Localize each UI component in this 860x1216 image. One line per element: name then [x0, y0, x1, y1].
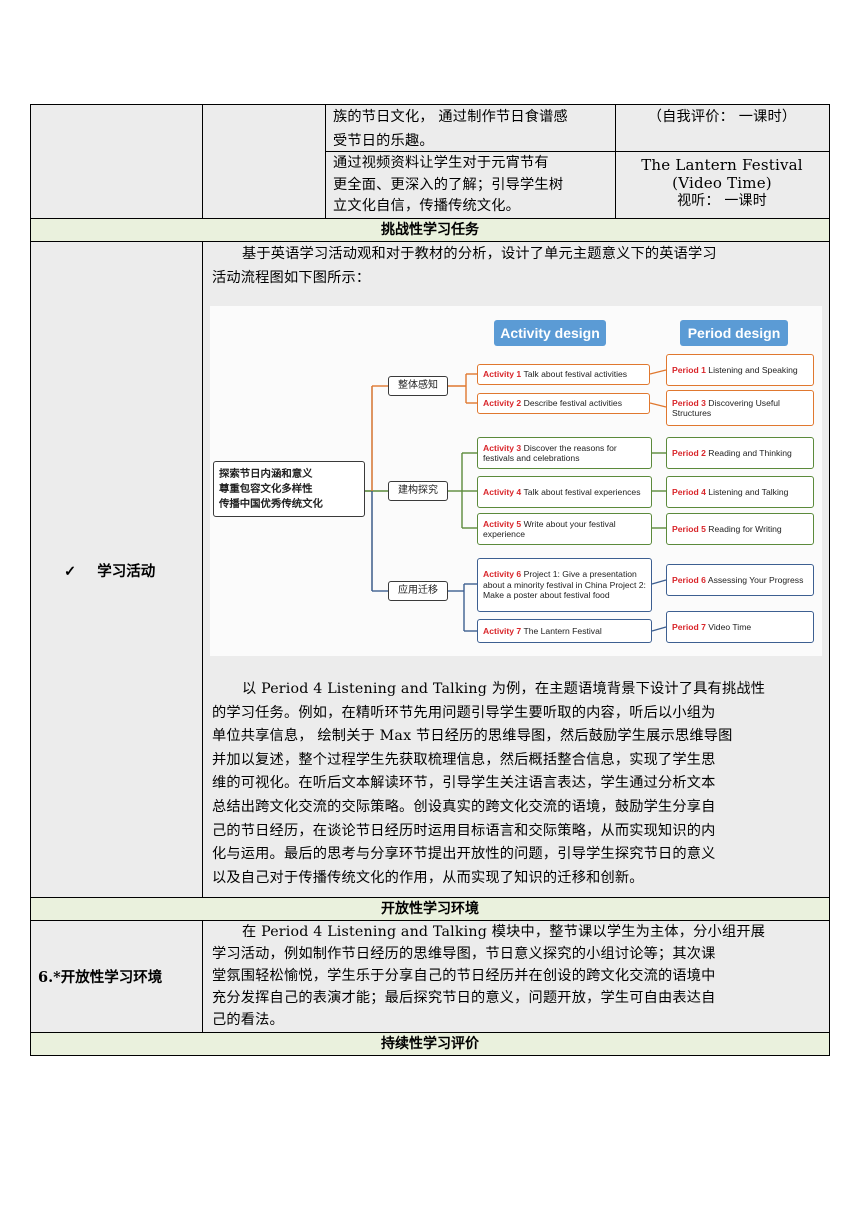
- row-open-env-bg: [30, 920, 830, 1032]
- festival-food-description: 族的节日文化， 通过制作节日食谱感 受节日的乐趣。: [333, 109, 568, 149]
- activity-box: Activity 7 The Lantern Festival: [477, 619, 652, 643]
- open-env-label: 6.*开放性学习环境: [38, 969, 163, 986]
- header-challenge-bg: [30, 218, 830, 241]
- activity-box: Activity 6 Project 1: Give a presentatio…: [477, 558, 652, 612]
- period-box: Period 6 Assessing Your Progress: [666, 564, 814, 596]
- table-border: [615, 104, 616, 218]
- open-env-body: 在 Period 4 Listening and Talking 模块中，整节课…: [212, 924, 766, 1028]
- activity-box: Activity 5 Write about your festival exp…: [477, 513, 652, 545]
- table-border: [30, 104, 830, 105]
- branch-overall-perception: 整体感知: [388, 376, 448, 396]
- table-border: [30, 241, 830, 242]
- activities-intro: 基于英语学习活动观和对于教材的分析，设计了单元主题意义下的英语学习 活动流程图如…: [212, 246, 717, 286]
- table-border: [30, 1055, 830, 1056]
- table-border: [202, 104, 203, 218]
- table-border: [325, 151, 830, 152]
- table-border: [30, 897, 830, 898]
- header-open-bg: [30, 897, 830, 920]
- lantern-period: The Lantern Festival (Video Time) 视听： 一课…: [641, 156, 803, 209]
- diagram-connectors: [365, 369, 667, 632]
- table-border: [30, 920, 830, 921]
- section-header-sustain: 持续性学习评价: [381, 1036, 479, 1052]
- table-border: [30, 1032, 830, 1033]
- period-box: Period 1 Listening and Speaking: [666, 354, 814, 386]
- branch-construct-explore: 建构探究: [388, 481, 448, 501]
- festival-food-period: （自我评价： 一课时）: [647, 109, 797, 125]
- period-box: Period 4 Listening and Talking: [666, 476, 814, 508]
- activity-flow-diagram: Activity design Period design 探索节日内涵和意义 …: [210, 306, 822, 656]
- activity-design-header: Activity design: [494, 320, 606, 346]
- activities-body: 以 Period 4 Listening and Talking 为例，在主题语…: [212, 681, 766, 886]
- activity-box: Activity 3 Discover the reasons for fest…: [477, 437, 652, 469]
- section-header-challenge: 挑战性学习任务: [381, 222, 479, 238]
- table-border: [325, 104, 326, 218]
- period-design-header: Period design: [680, 320, 788, 346]
- activity-box: Activity 2 Describe festival activities: [477, 393, 650, 414]
- table-border: [829, 104, 830, 1056]
- diagram-root-node: 探索节日内涵和意义 尊重包容文化多样性 传播中国优秀传统文化: [213, 461, 365, 517]
- table-border: [202, 241, 203, 897]
- section-header-open-env: 开放性学习环境: [381, 901, 479, 917]
- branch-apply-transfer: 应用迁移: [388, 581, 448, 601]
- activities-label: ✓ 学习活动: [64, 563, 156, 580]
- check-icon: ✓: [64, 563, 77, 580]
- period-box: Period 5 Reading for Writing: [666, 513, 814, 545]
- period-box: Period 3 Discovering Useful Structures: [666, 390, 814, 426]
- table-border: [30, 104, 31, 1056]
- activity-box: Activity 4 Talk about festival experienc…: [477, 476, 652, 508]
- table-border: [202, 920, 203, 1032]
- row-festival-food-bg: [30, 104, 830, 218]
- table-border: [30, 218, 830, 219]
- header-sustain-bg: [30, 1032, 830, 1055]
- lantern-description: 通过视频资料让学生对于元宵节有 更全面、更深入的了解；引导学生树 立文化自信，传…: [333, 155, 564, 214]
- activity-box: Activity 1 Talk about festival activitie…: [477, 364, 650, 385]
- period-box: Period 7 Video Time: [666, 611, 814, 643]
- period-box: Period 2 Reading and Thinking: [666, 437, 814, 469]
